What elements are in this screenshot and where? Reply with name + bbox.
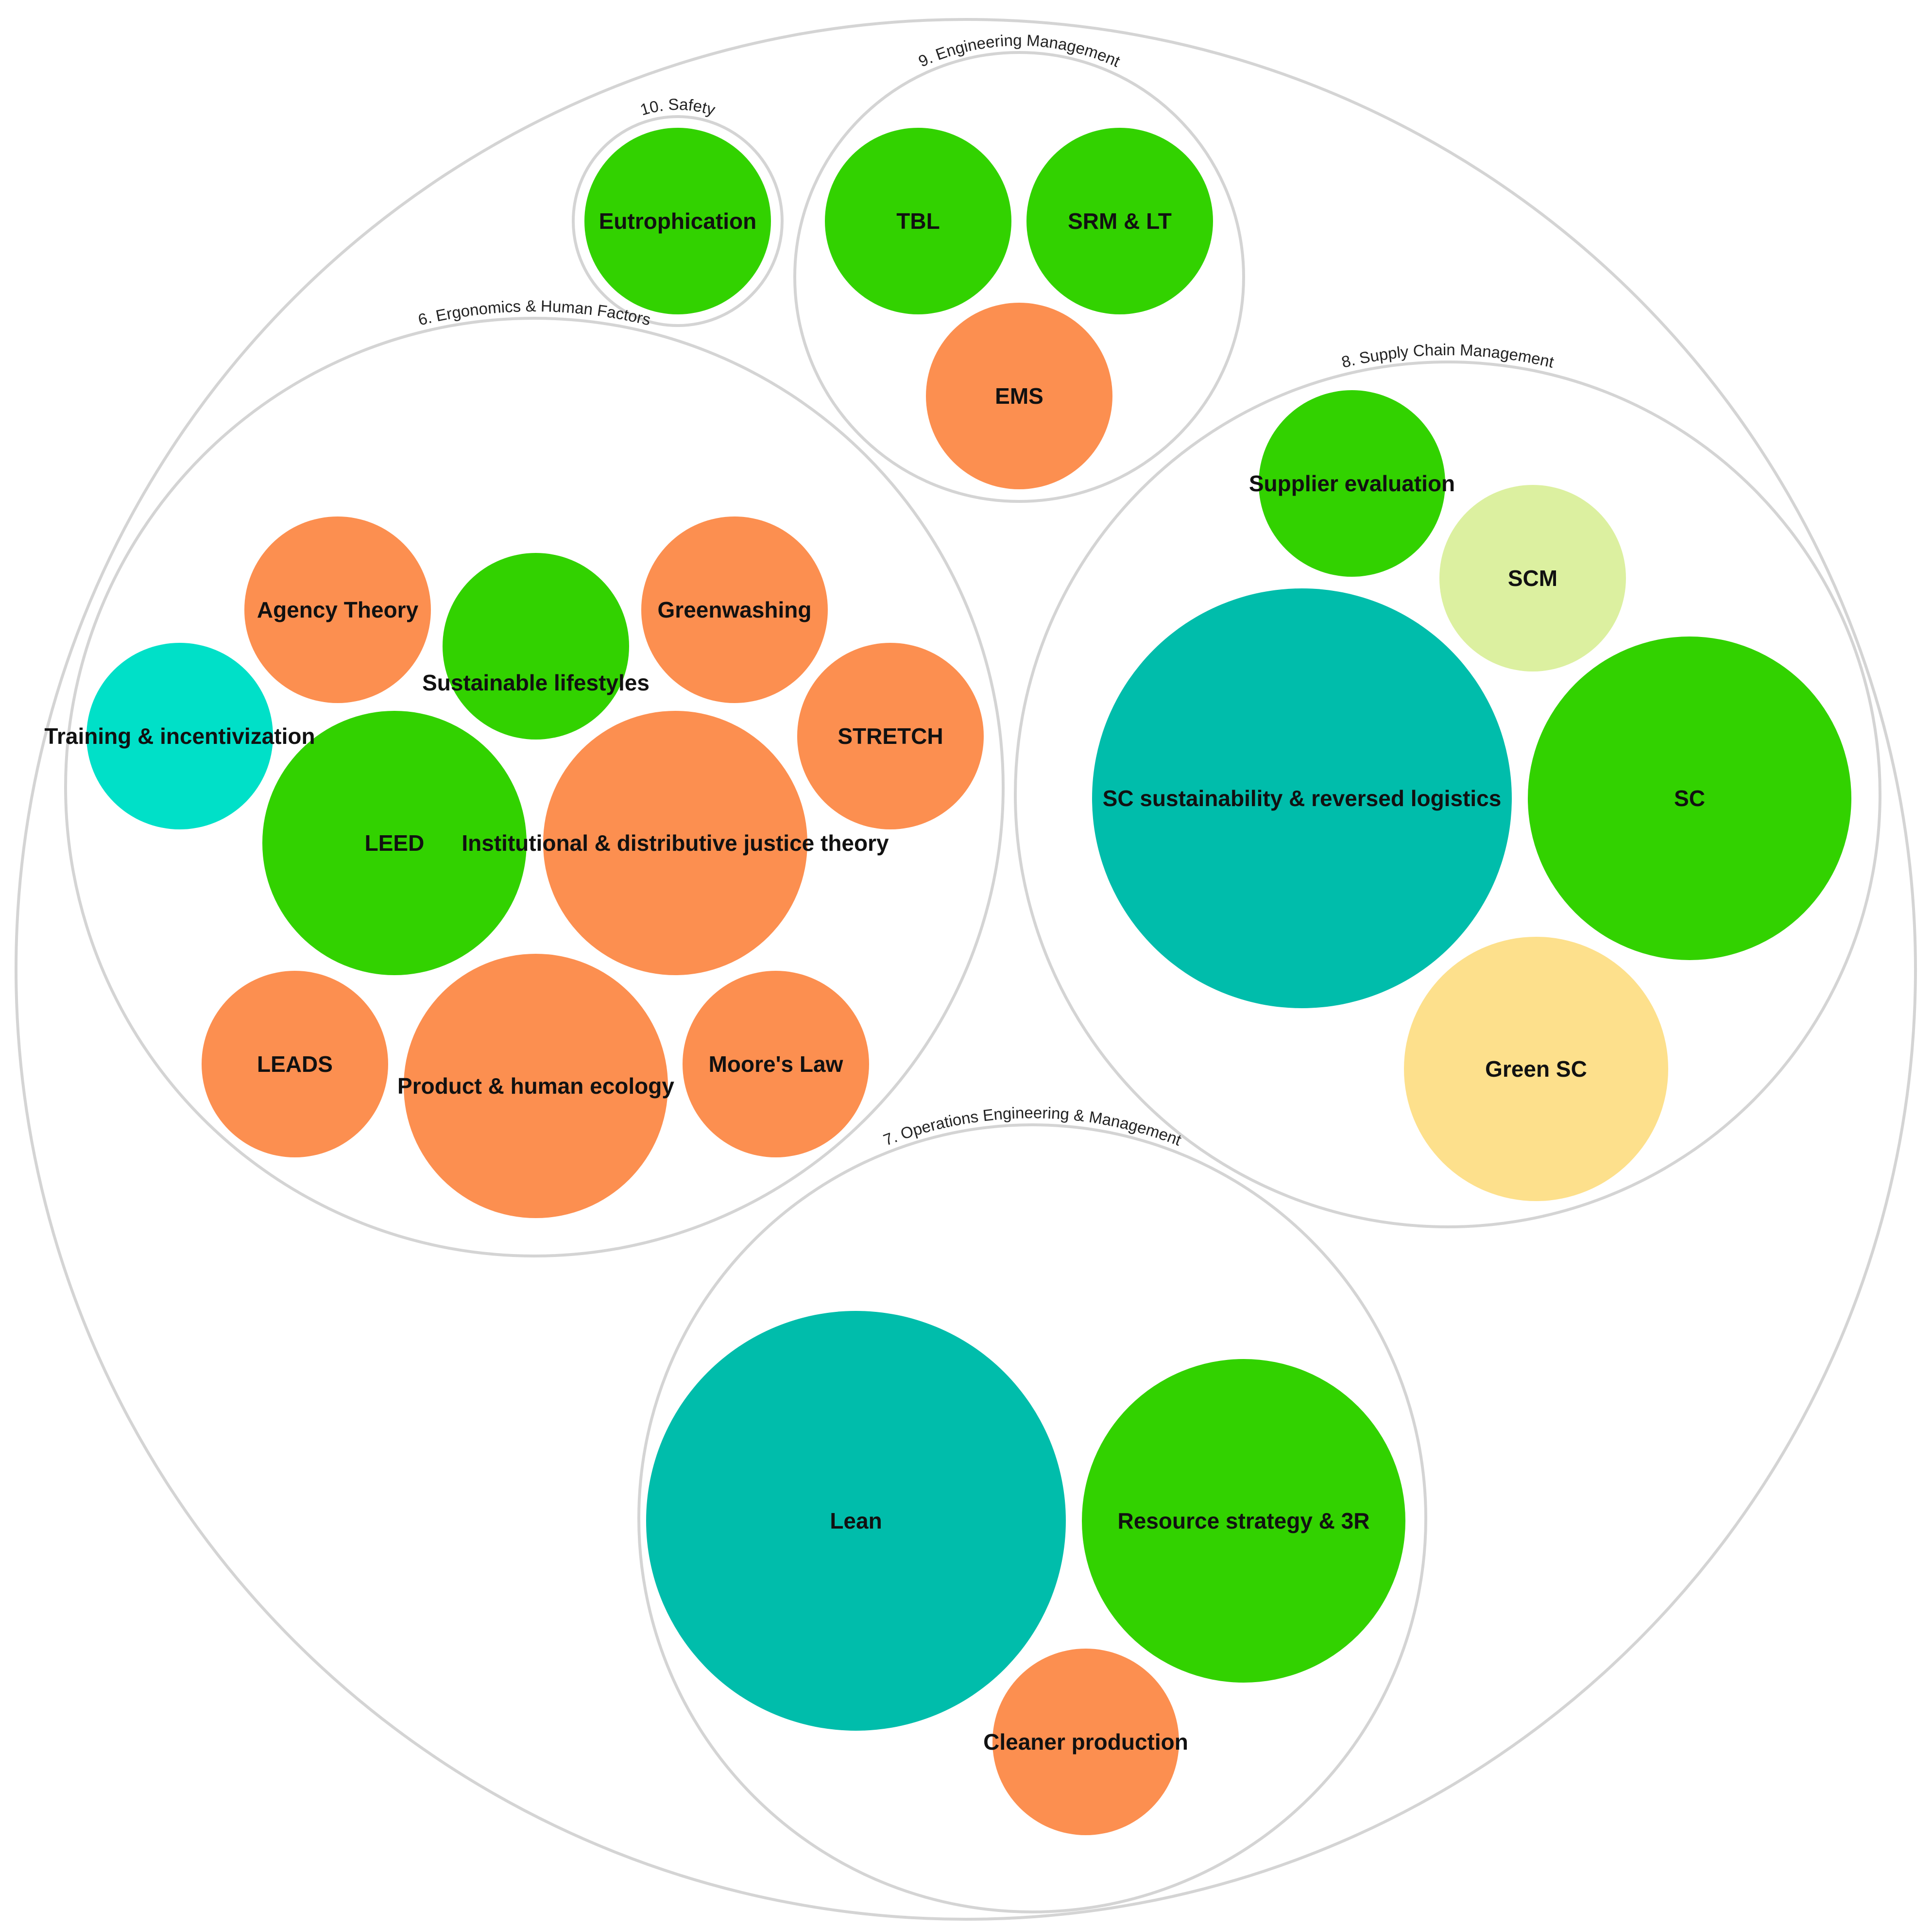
topic-label: Sustainable lifestyles — [422, 670, 650, 695]
topic-labels-operations-engineering-management: Lean Resource strategy & 3R Cleaner produc… — [830, 1508, 1369, 1755]
topic-label: Agency Theory — [257, 597, 419, 622]
topic-bubble — [926, 303, 1112, 489]
topic-label: Eutrophication — [599, 208, 757, 234]
group-label-operations-engineering-management: 7. Operations Engineering & Management — [881, 1103, 1184, 1149]
group-outline-supply-chain-management — [1014, 361, 1881, 1228]
group-label-text: 7. Operations Engineering & Management — [881, 1103, 1184, 1149]
topic-bubble — [244, 516, 431, 703]
group-outline-operations-engineering-management — [637, 1123, 1427, 1913]
topic-label: Greenwashing — [658, 597, 812, 622]
topic-label: Lean — [830, 1508, 882, 1533]
topic-bubble — [1082, 1359, 1405, 1683]
group-outline-ergonomics-human-factors — [64, 317, 1005, 1257]
topic-label: SCM — [1508, 566, 1557, 591]
group-label-supply-chain-management: 8. Supply Chain Management — [1340, 341, 1556, 371]
topic-bubble — [1026, 128, 1213, 314]
topic-bubbles-operations-engineering-management — [646, 1311, 1405, 1835]
topic-bubble — [86, 643, 273, 829]
group-label-ergonomics-human-factors: 6. Ergonomics & Human Factors — [416, 297, 652, 329]
topic-bubble — [1528, 637, 1851, 960]
topic-bubble — [404, 954, 668, 1218]
topic-label: Supplier evaluation — [1249, 471, 1455, 496]
group-outline-safety — [572, 115, 784, 327]
group-operations-engineering-management: 7. Operations Engineering & ManagementLe… — [637, 1103, 1427, 1913]
topic-bubble — [825, 128, 1011, 314]
topic-bubbles-ergonomics-human-factors — [86, 516, 984, 1218]
topic-label: SC sustainability & reversed logistics — [1103, 786, 1502, 811]
topic-bubble — [543, 711, 807, 975]
topic-bubble — [641, 516, 828, 703]
root-circle — [15, 18, 1917, 1921]
topic-bubble — [1404, 937, 1668, 1201]
topic-bubble — [443, 553, 629, 740]
topic-labels-safety: Eutrophication — [599, 208, 757, 234]
topic-label: Product & human ecology — [397, 1073, 674, 1099]
topic-label: STRETCH — [838, 723, 943, 749]
topic-labels-engineering-management: TBL SRM & LT EMS — [896, 208, 1172, 409]
group-label-text: 8. Supply Chain Management — [1340, 341, 1556, 371]
topic-bubble — [1259, 390, 1445, 577]
topic-bubbles-supply-chain-management — [1092, 390, 1851, 1201]
topic-label: Training & incentivization — [44, 723, 315, 749]
group-label-text: 6. Ergonomics & Human Factors — [416, 297, 652, 329]
topic-bubble — [646, 1311, 1066, 1731]
topic-bubbles-engineering-management — [825, 128, 1213, 489]
topic-label: SRM & LT — [1068, 208, 1172, 234]
topic-bubble — [1092, 588, 1512, 1008]
topic-label: Moore's Law — [709, 1051, 843, 1077]
topic-bubble — [797, 643, 984, 829]
topic-label: SC — [1674, 786, 1705, 811]
topic-label: LEED — [365, 830, 425, 856]
topic-label: LEADS — [257, 1051, 333, 1077]
topic-bubble — [683, 971, 869, 1157]
topic-bubble — [262, 711, 527, 975]
topic-bubbles-safety — [584, 128, 771, 314]
topic-bubble — [584, 128, 771, 314]
topic-bubble — [1439, 485, 1626, 671]
topic-label: Cleaner production — [983, 1729, 1188, 1755]
topic-label: Green SC — [1485, 1056, 1587, 1082]
topic-bubble — [202, 971, 388, 1157]
topic-label: EMS — [995, 383, 1043, 409]
topic-label: Resource strategy & 3R — [1118, 1508, 1370, 1533]
group-outline-engineering-management — [793, 51, 1245, 503]
topic-label: Institutional & distributive justice the… — [462, 830, 889, 856]
topic-bubble — [992, 1649, 1179, 1835]
topic-label: TBL — [896, 208, 940, 234]
